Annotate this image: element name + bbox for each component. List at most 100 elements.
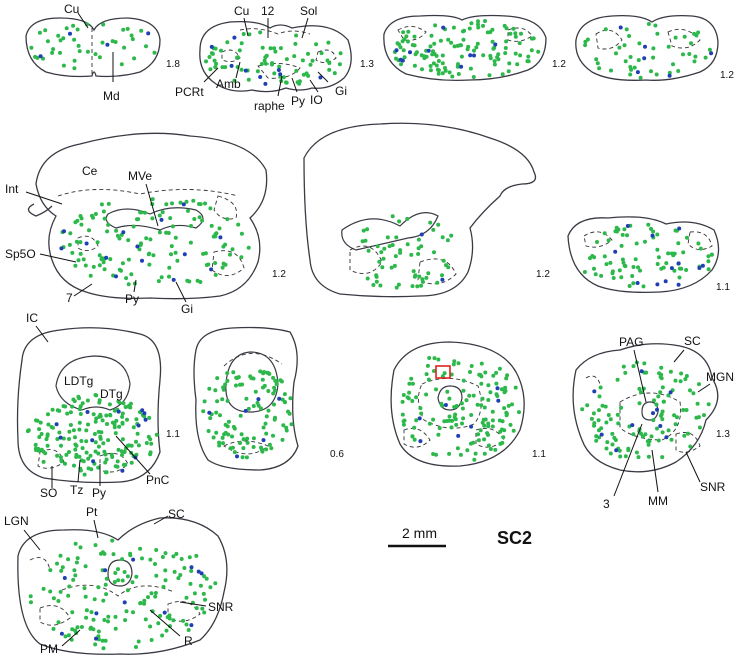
green-cell-dot [126, 282, 131, 287]
section-10-value: 1.1 [532, 449, 546, 460]
green-cell-dot [96, 585, 101, 590]
green-cell-dot [461, 388, 466, 393]
green-cell-dot [427, 356, 432, 360]
green-cell-dot [176, 576, 181, 581]
label-pag: PAG [619, 335, 643, 349]
label-ce: Ce [82, 164, 98, 178]
green-cell-dot [337, 62, 342, 67]
blue-cell-dot [103, 568, 108, 573]
green-cell-dot [85, 49, 90, 54]
green-cell-dot [271, 375, 276, 380]
green-cell-dot [661, 399, 666, 404]
green-cell-dot [73, 435, 77, 440]
green-cell-dot [156, 279, 161, 284]
green-cell-dot [117, 424, 122, 429]
green-cell-dot [442, 371, 447, 376]
green-cell-dot [77, 427, 82, 432]
section-11: PAG SC MGN SNR MM 3 1.3 [572, 334, 734, 511]
section-3: 1.2 [383, 14, 566, 82]
green-cell-dot [611, 276, 616, 280]
green-cell-dot [272, 417, 277, 422]
label-pcrt: PCRt [175, 85, 204, 99]
green-cell-dot [136, 443, 141, 448]
green-cell-dot [480, 420, 485, 425]
blue-cell-dot [639, 369, 644, 374]
green-cell-dot [73, 541, 78, 546]
green-cell-dot [284, 57, 289, 62]
blue-cell-dot [146, 31, 151, 36]
green-cell-dot [39, 432, 44, 436]
green-cell-dot [132, 56, 137, 61]
green-cell-dot [93, 52, 98, 57]
green-cell-dot [490, 27, 495, 32]
green-cell-dot [410, 399, 415, 403]
green-cell-dot [412, 63, 417, 68]
blue-cell-dot [162, 610, 167, 615]
green-cell-dot [394, 56, 398, 61]
green-cell-dot [138, 546, 143, 551]
green-cell-dot [79, 222, 84, 227]
green-cell-dot [619, 243, 624, 248]
green-cell-dot [492, 59, 497, 64]
label-sc-12: SC [168, 507, 185, 521]
green-cell-dot [188, 240, 193, 245]
green-cell-dot [68, 423, 73, 427]
green-cell-dot [452, 44, 457, 49]
green-cell-dot [259, 445, 263, 450]
blue-cell-dot [459, 64, 464, 69]
green-cell-dot [619, 405, 624, 410]
label-ldtg: LDTg [64, 374, 93, 388]
section-3-value: 1.2 [552, 59, 566, 70]
green-cell-dot [136, 217, 141, 222]
green-cell-dot [120, 578, 125, 583]
green-cell-dot [638, 390, 643, 395]
green-cell-dot [125, 26, 130, 31]
green-cell-dot [265, 370, 270, 375]
green-cell-dot [405, 242, 410, 247]
green-cell-dot [174, 551, 179, 556]
green-cell-dot [89, 467, 94, 472]
green-cell-dot [112, 580, 117, 584]
green-cell-dot [503, 46, 508, 50]
green-cell-dot [154, 548, 159, 552]
green-cell-dot [104, 592, 109, 597]
green-cell-dot [628, 65, 633, 69]
green-cell-dot [472, 48, 476, 53]
green-cell-dot [83, 594, 88, 599]
section-9-dots [201, 369, 294, 460]
green-cell-dot [282, 392, 287, 397]
green-cell-dot [63, 461, 67, 466]
green-cell-dot [434, 387, 438, 392]
green-cell-dot [308, 62, 313, 67]
green-cell-dot [51, 596, 56, 601]
green-cell-dot [361, 228, 366, 233]
blue-cell-dot [643, 44, 647, 49]
green-cell-dot [213, 388, 218, 393]
green-cell-dot [45, 443, 50, 448]
green-cell-dot [412, 274, 417, 279]
blue-cell-dot [663, 279, 668, 284]
green-cell-dot [631, 432, 636, 437]
green-cell-dot [64, 26, 69, 31]
green-cell-dot [688, 444, 693, 449]
green-cell-dot [604, 420, 609, 425]
section-3-outline [383, 14, 547, 82]
green-cell-dot [482, 437, 487, 442]
green-cell-dot [508, 31, 513, 36]
green-cell-dot [61, 63, 66, 68]
blue-cell-dot [443, 403, 448, 407]
green-cell-dot [695, 401, 700, 406]
green-cell-dot [506, 403, 511, 408]
green-cell-dot [149, 441, 154, 446]
green-cell-dot [152, 50, 157, 55]
green-cell-dot [238, 413, 243, 418]
green-cell-dot [239, 41, 244, 46]
green-cell-dot [443, 66, 447, 70]
green-cell-dot [101, 441, 106, 446]
section-11-outline [572, 343, 719, 473]
green-cell-dot [77, 454, 82, 459]
label-3: 3 [603, 497, 610, 511]
green-cell-dot [241, 437, 246, 442]
green-cell-dot [428, 44, 433, 49]
green-cell-dot [110, 39, 115, 44]
